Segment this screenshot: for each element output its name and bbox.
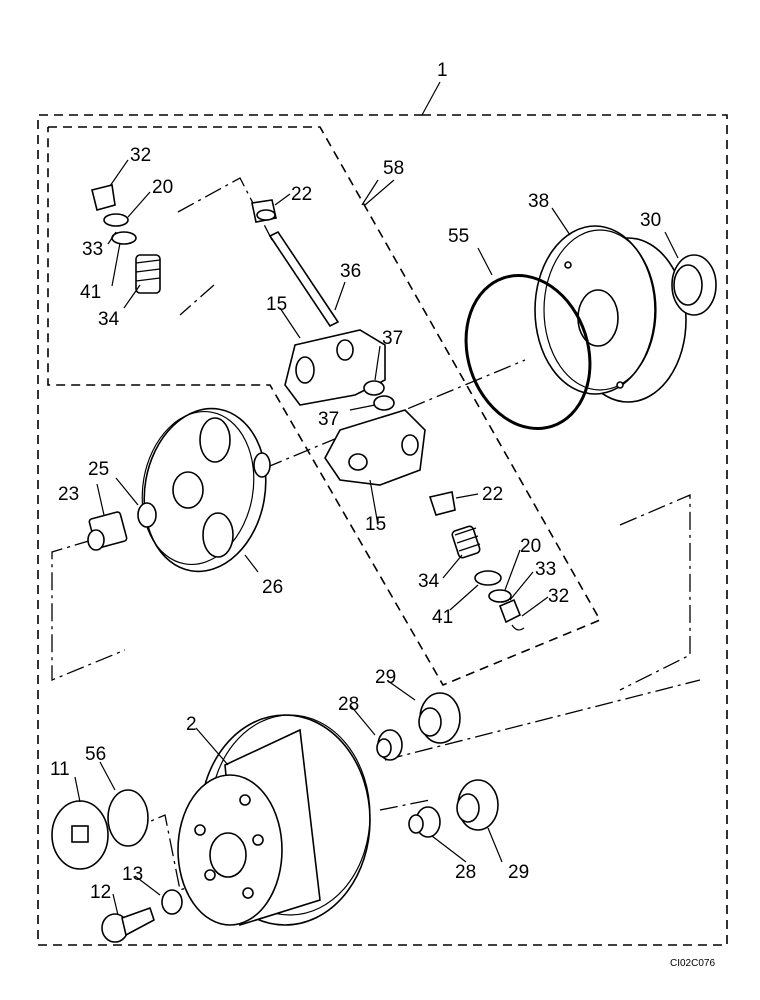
leader-lines xyxy=(74,159,679,916)
leader-58 xyxy=(361,179,379,206)
clip-part-32-lower xyxy=(511,624,525,631)
plug-part-32-upper xyxy=(91,184,116,211)
pin-part-36 xyxy=(268,230,340,328)
housing-part-2 xyxy=(177,714,371,927)
o-ring-part-56 xyxy=(107,789,149,847)
valve-block-part-15-lower xyxy=(324,409,426,486)
subassembly-58-boundary xyxy=(47,126,602,687)
callout-22-upper: 22 xyxy=(291,184,312,205)
callout-56: 56 xyxy=(85,744,106,765)
bushing-part-28-lower xyxy=(408,806,441,838)
cover-part-38 xyxy=(534,225,687,403)
callout-1: 1 xyxy=(437,60,448,81)
centerline-right xyxy=(619,494,691,691)
callout-20-upper: 20 xyxy=(152,177,173,198)
callout-32-lower: 32 xyxy=(548,586,569,607)
callout-26: 26 xyxy=(262,577,283,598)
callout-28-lower: 28 xyxy=(455,862,476,883)
valve-seat-part-22-upper xyxy=(251,199,277,223)
bolt-part-12 xyxy=(101,906,155,943)
callout-2: 2 xyxy=(186,714,197,735)
callout-55: 55 xyxy=(448,226,469,247)
callout-25: 25 xyxy=(88,459,109,480)
spring-part-34-upper xyxy=(135,254,161,294)
callout-37-lower: 37 xyxy=(318,409,339,430)
washer-part-25 xyxy=(137,502,157,528)
valve-block-part-15-upper xyxy=(284,329,386,406)
callout-23: 23 xyxy=(58,484,79,505)
washer-part-41-upper xyxy=(111,231,137,245)
callout-28-upper: 28 xyxy=(338,694,359,715)
valve-seat-part-22-lower xyxy=(428,491,456,516)
callout-15-upper: 15 xyxy=(266,294,287,315)
sleeve-part-29-upper xyxy=(418,692,461,744)
seal-part-30 xyxy=(671,254,717,316)
callout-11: 11 xyxy=(50,759,70,780)
fitting-part-23 xyxy=(87,511,128,551)
callout-34-lower: 34 xyxy=(418,571,440,592)
callout-58: 58 xyxy=(383,158,404,179)
washer-part-41-lower xyxy=(474,570,502,586)
callout-37-upper: 37 xyxy=(382,328,403,349)
callout-41-upper: 41 xyxy=(80,282,101,303)
callout-29-lower: 29 xyxy=(508,862,529,883)
callout-32-upper: 32 xyxy=(130,145,151,166)
callout-20-lower: 20 xyxy=(520,536,541,557)
sleeve-part-29-lower xyxy=(456,779,499,831)
bushing-part-28-upper xyxy=(376,729,403,761)
callout-41-lower: 41 xyxy=(432,607,453,628)
callout-34-upper: 34 xyxy=(98,309,120,330)
centerline-left xyxy=(51,539,126,681)
callout-33-lower: 33 xyxy=(535,559,556,580)
spring-part-34-lower xyxy=(451,525,481,559)
plug-part-11 xyxy=(51,800,109,870)
callout-36: 36 xyxy=(340,261,361,282)
callout-22-lower: 22 xyxy=(482,484,503,505)
leader-1 xyxy=(421,81,441,116)
plug-part-33-lower xyxy=(498,598,522,624)
callout-29-upper: 29 xyxy=(375,667,396,688)
valve-plate-part-26 xyxy=(141,407,271,573)
drawing-code: CI02C076 xyxy=(670,958,715,969)
callout-33-upper: 33 xyxy=(82,239,103,260)
o-ring-part-55 xyxy=(464,274,592,430)
assembly-1-boundary xyxy=(37,114,728,946)
centerline-bottom xyxy=(379,799,431,811)
callout-38: 38 xyxy=(528,191,549,212)
callout-15-lower: 15 xyxy=(365,514,386,535)
washer-part-20-upper xyxy=(103,213,129,227)
washer-part-20-lower xyxy=(488,589,512,603)
callout-12: 12 xyxy=(90,882,111,903)
centerline-29 xyxy=(384,679,701,761)
washer-part-37 xyxy=(363,380,395,411)
callout-30: 30 xyxy=(640,210,661,231)
callout-13: 13 xyxy=(122,864,143,885)
washer-part-13 xyxy=(161,889,183,915)
centerline-spring xyxy=(179,284,215,316)
